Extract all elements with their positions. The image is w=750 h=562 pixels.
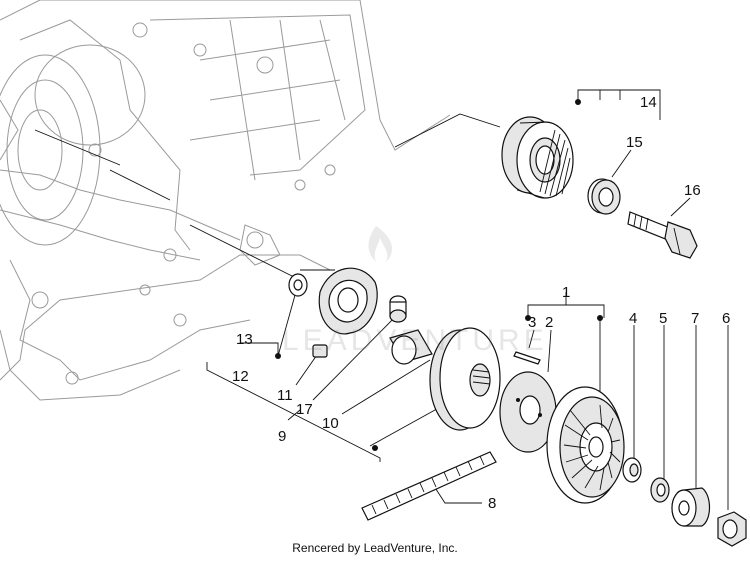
callout-16: 16 [684,182,701,199]
callout-14: 14 [640,94,657,111]
nut-part [717,511,747,547]
washer-13-part [288,273,308,297]
callout-7: 7 [691,310,699,327]
callout-13: 13 [236,331,253,348]
callout-2: 2 [545,314,553,331]
credit-line: Rencered by LeadVenture, Inc. [292,541,458,555]
fan-pulley-part [546,386,625,504]
callout-4: 4 [629,310,637,327]
cam-plate-part [318,267,378,335]
bushing-part [389,329,433,365]
callout-3: 3 [528,314,536,331]
callout-12: 12 [232,368,249,385]
callout-15: 15 [626,134,643,151]
bolt-part [627,211,698,259]
spacer-17-part [389,295,407,323]
half-pulley-part [429,327,501,431]
watermark-text: LEADVENTURE [282,324,548,357]
roller-bearing-part [501,116,574,199]
drive-belt-part [361,451,497,521]
callout-8: 8 [488,495,496,512]
callout-11: 11 [277,387,293,404]
washer-4-part [622,457,642,483]
washer-5-part [650,477,670,503]
reference-dots [275,99,603,451]
pin-part [513,351,541,365]
slider-part [312,344,328,358]
callout-17: 17 [296,401,313,418]
callout-labels: 14 15 16 1 3 2 4 5 7 6 13 12 11 17 10 9 … [232,94,730,512]
leadventure-watermark: LEADVENTURE [282,226,548,357]
spacer-bush-part [671,487,711,527]
callout-5: 5 [659,310,667,327]
callout-9: 9 [278,428,286,445]
seal-ring-part [587,178,621,215]
callout-10: 10 [322,415,339,432]
ramp-plate-part [499,371,557,453]
callout-6: 6 [722,310,730,327]
callout-1: 1 [562,284,570,301]
crankcase-housing [0,0,451,401]
